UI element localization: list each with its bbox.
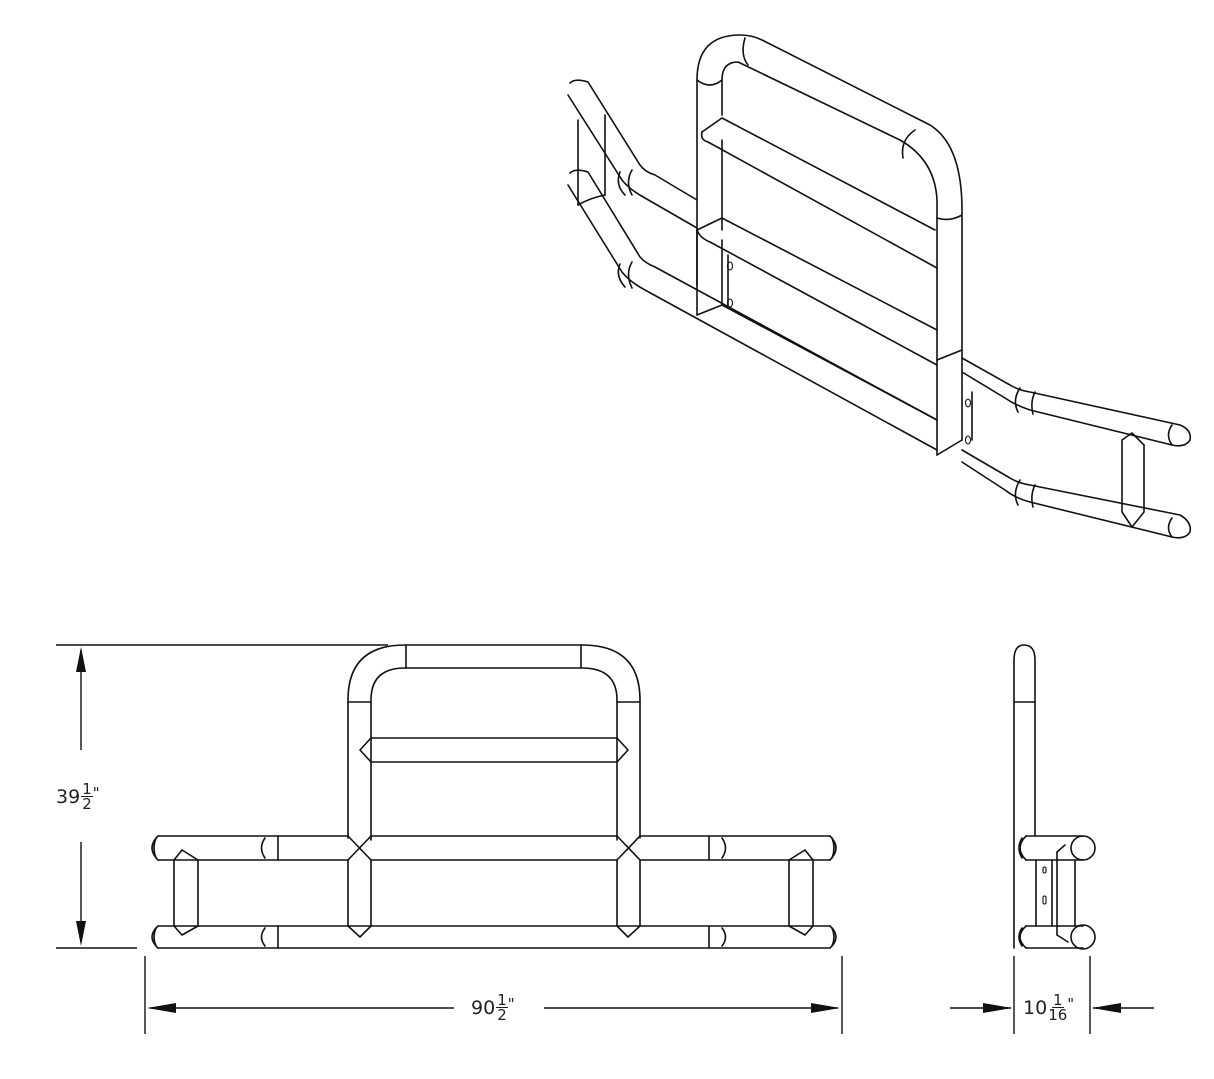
height-dimension-label: 39 1 2 " xyxy=(53,780,103,813)
side-view xyxy=(1013,644,1096,950)
isometric-view xyxy=(567,34,1192,539)
width-whole: 90 xyxy=(471,996,496,1019)
width-denominator: 2 xyxy=(497,1006,507,1024)
depth-numerator: 1 xyxy=(1051,991,1064,1009)
front-view xyxy=(151,644,837,949)
width-fraction: 1 2 xyxy=(496,991,508,1024)
depth-whole: 10 xyxy=(1023,996,1048,1019)
height-fraction: 1 2 xyxy=(81,780,93,813)
width-unit: " xyxy=(507,995,515,1013)
height-unit: " xyxy=(92,784,100,802)
height-denominator: 2 xyxy=(82,795,92,813)
depth-dimension-label: 10 1 16 " xyxy=(1020,991,1078,1024)
height-numerator: 1 xyxy=(81,780,93,798)
height-whole: 39 xyxy=(56,785,81,808)
dimension-lines xyxy=(56,644,1154,1034)
depth-denominator: 16 xyxy=(1048,1006,1068,1024)
depth-unit: " xyxy=(1067,995,1075,1013)
width-numerator: 1 xyxy=(496,991,508,1009)
width-dimension-label: 90 1 2 " xyxy=(468,991,518,1024)
depth-fraction: 1 16 xyxy=(1048,991,1068,1024)
